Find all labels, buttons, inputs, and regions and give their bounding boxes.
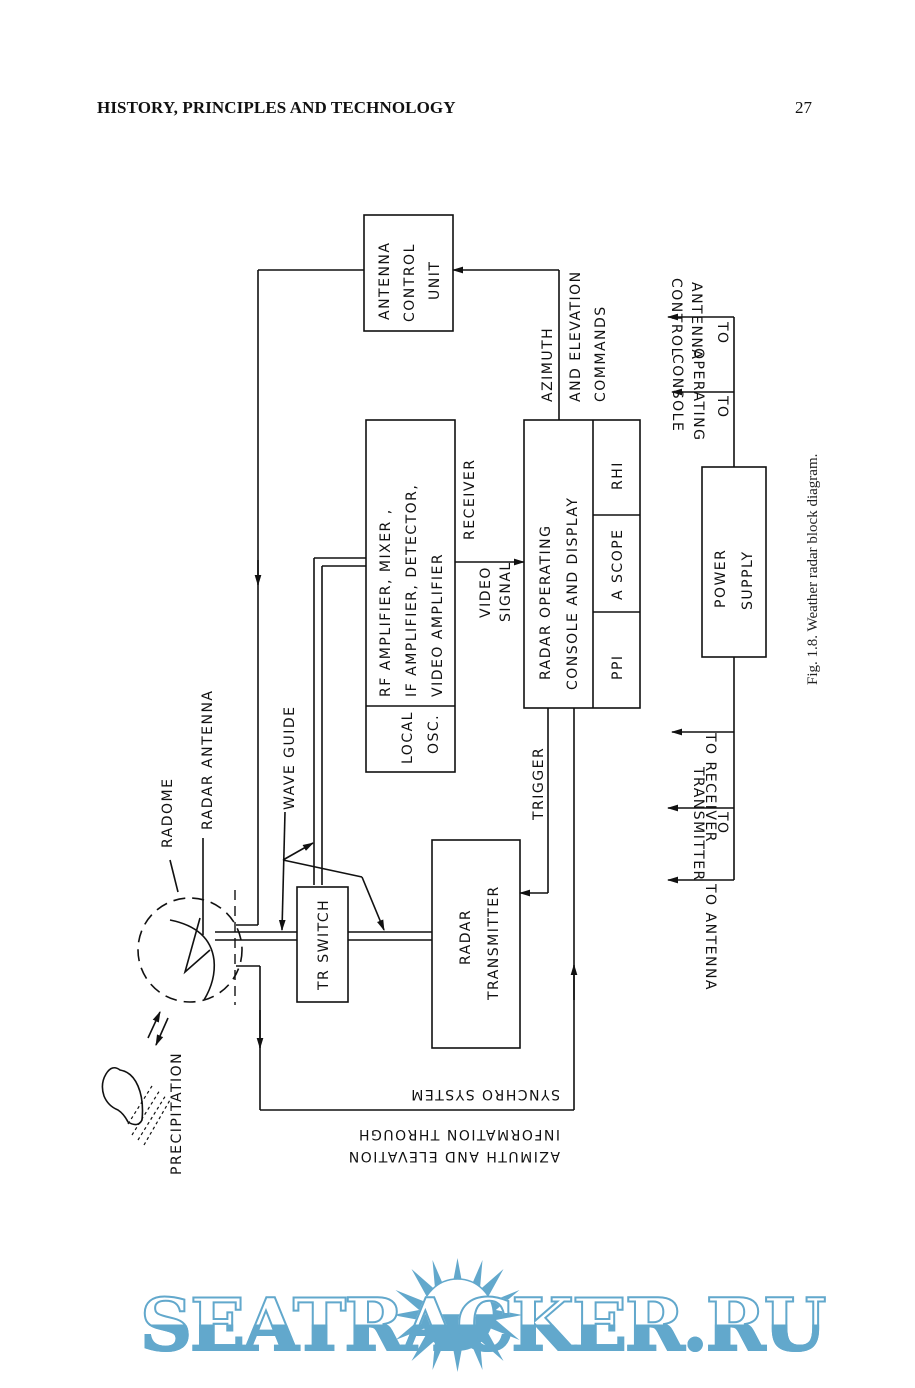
- transmitter-label-1: RADAR: [458, 909, 474, 965]
- antenna-control-unit-block: [363, 214, 454, 332]
- power-supply-label-1: POWER: [713, 549, 729, 608]
- power-supply-block: [701, 466, 767, 658]
- commands-label-3: COMMANDS: [593, 305, 609, 402]
- to-antenna-control-label-1: TO: [714, 321, 730, 345]
- antenna-control-label-1: ANTENNA: [377, 242, 393, 320]
- to-antenna-label: TO ANTENNA: [702, 883, 718, 991]
- synchro-label-1: SYNCHRO SYSTEM: [410, 1086, 560, 1102]
- to-transmitter-label-1: TO: [714, 811, 730, 835]
- console-label-2: CONSOLE AND DISPLAY: [565, 497, 581, 690]
- watermark-text: SEATRACKER.RU: [139, 1281, 827, 1368]
- antenna-control-label-3: UNIT: [427, 261, 443, 300]
- radar-transmitter-block: [431, 839, 521, 1049]
- synchro-label-2: INFORMATION THROUGH: [357, 1126, 560, 1142]
- ppi-label: PPI: [610, 654, 626, 680]
- receiver-label-3: VIDEO AMPLIFIER: [430, 553, 446, 697]
- tr-switch-block: [296, 886, 349, 1003]
- to-console-label-3: CONSOLE: [669, 354, 685, 432]
- antenna-control-label-2: CONTROL: [402, 243, 418, 322]
- transmitter-label-2: TRANSMITTER: [486, 885, 502, 1001]
- wave-guide-label: WAVE GUIDE: [282, 706, 298, 810]
- to-receiver-label: TO RECEIVER: [702, 732, 718, 843]
- trigger-label: TRIGGER: [531, 747, 547, 821]
- local-osc-label-2: OSC.: [426, 714, 442, 754]
- radar-console-block: [523, 419, 641, 709]
- receiver-label-1: RF AMPLIFIER, MIXER ,: [378, 508, 394, 697]
- page-number: 27: [795, 98, 812, 117]
- local-osc-label-1: LOCAL: [400, 711, 416, 764]
- to-antenna-control-label-3: CONTROL: [668, 278, 684, 357]
- radar-antenna-icon: [169, 919, 216, 1001]
- running-head: HISTORY, PRINCIPLES AND TECHNOLOGY: [97, 98, 456, 117]
- commands-label-2: AND ELEVATION: [568, 270, 584, 402]
- tr-switch-label: TR SWITCH: [316, 899, 332, 991]
- radome-shape: [137, 897, 243, 1003]
- figure-caption: Fig. 1.8. Weather radar block diagram.: [805, 453, 821, 685]
- radar-antenna-label: RADAR ANTENNA: [200, 690, 216, 831]
- receiver-label-2: IF AMPLIFIER, DETECTOR,: [404, 484, 420, 697]
- synchro-label-3: AZIMUTH AND ELEVATION: [347, 1148, 560, 1164]
- video-signal-label-2: SIGNAL: [498, 561, 514, 622]
- power-supply-label-2: SUPPLY: [740, 550, 756, 610]
- rhi-label: RHI: [610, 461, 626, 490]
- to-antenna-control-label-2: ANTENNA: [688, 282, 704, 360]
- precipitation-cloud-icon: [101, 1010, 171, 1146]
- precipitation-label: PRECIPITATION: [169, 1052, 185, 1175]
- a-scope-label: A SCOPE: [610, 529, 626, 601]
- commands-label-1: AZIMUTH: [540, 327, 556, 402]
- to-console-label-1: TO: [714, 395, 730, 419]
- receiver-tag-label: RECEIVER: [462, 459, 478, 540]
- radar-block-diagram: PRECIPITATION RADOME RADAR ANTENNA WAVE …: [101, 214, 767, 1175]
- receiver-block: [365, 419, 456, 773]
- to-transmitter-label-2: TRANSMITTER: [690, 766, 706, 882]
- sun-logo-icon: [392, 1258, 523, 1372]
- console-label-1: RADAR OPERATING: [538, 525, 554, 681]
- video-signal-label-1: VIDEO: [478, 566, 494, 618]
- to-console-label-2: OPERATING: [690, 348, 706, 441]
- radome-label: RADOME: [160, 778, 176, 848]
